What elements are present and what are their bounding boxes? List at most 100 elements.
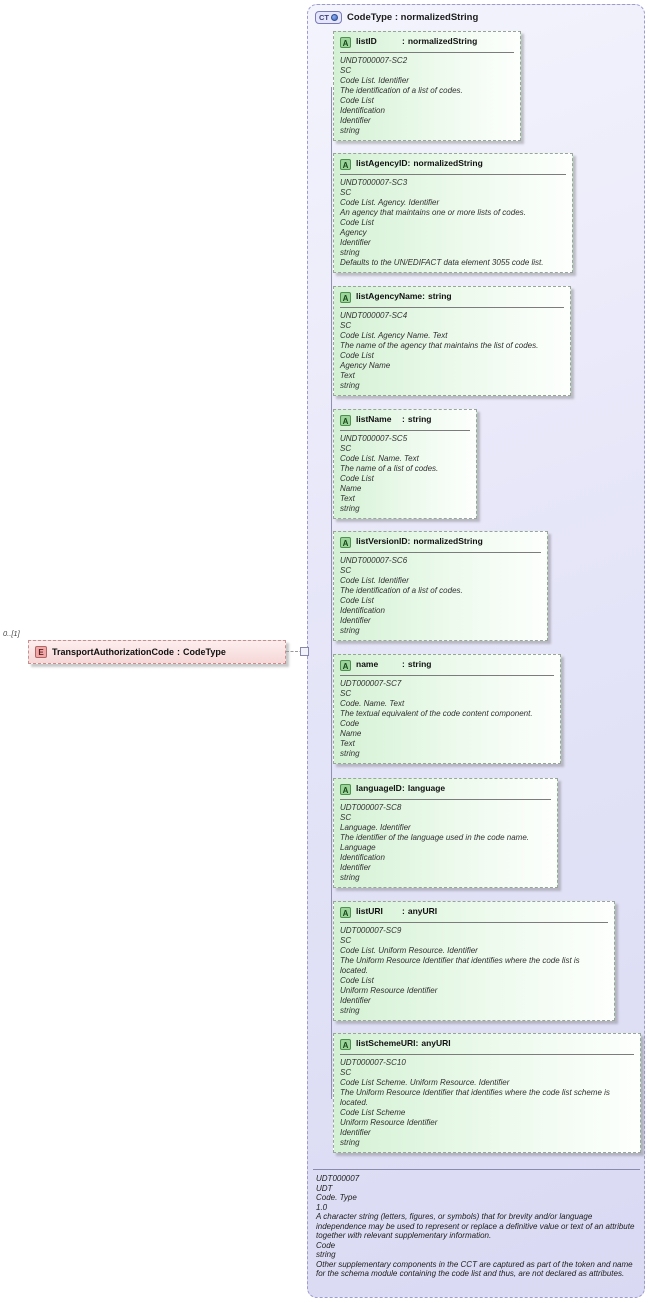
annotation-line: Identification <box>340 606 385 615</box>
annotation-line: string <box>340 126 360 135</box>
annotation-line: Identifier <box>340 116 371 125</box>
attribute-name: listID <box>356 36 377 46</box>
complex-type-icon-label: CT <box>319 13 329 22</box>
attribute-colon: : <box>422 291 425 301</box>
annotation-line: Code List. Uniform Resource. Identifier <box>340 946 478 955</box>
attribute-name: listVersionID <box>356 536 408 546</box>
complex-type-header[interactable]: CT CodeType : normalizedString <box>315 11 478 24</box>
annotation-line: The name of a list of codes. <box>340 464 439 473</box>
element-colon: : <box>177 647 180 657</box>
annotation-line: Text <box>340 739 355 748</box>
annotation-line: Code. Type <box>316 1193 357 1202</box>
attribute-separator <box>340 307 564 308</box>
annotation-line: SC <box>340 936 352 945</box>
attribute-type: string <box>407 414 432 424</box>
annotation-line: Defaults to the UN/EDIFACT data element … <box>340 258 544 267</box>
annotation-line: SC <box>340 1068 352 1077</box>
element-connector-line <box>286 651 307 652</box>
attribute-name: listAgencyID <box>356 158 408 168</box>
annotation-line: Code List <box>340 474 374 483</box>
annotation-line: Identification <box>340 106 385 115</box>
annotation-line: Identifier <box>340 996 371 1005</box>
cardinality-label: 0..[1] <box>3 629 20 638</box>
attribute-colon: : <box>407 158 411 168</box>
annotation-line: Identifier <box>340 1128 371 1137</box>
complex-type-icon: CT <box>315 11 342 24</box>
annotation-line: Code List <box>340 96 374 105</box>
annotation-line: Text <box>340 371 355 380</box>
attribute-colon: : <box>407 536 411 546</box>
annotation-line: SC <box>340 566 352 575</box>
annotation-line: Code List. Agency. Identifier <box>340 198 440 207</box>
annotation-line: Identifier <box>340 616 371 625</box>
annotation-line: UDT000007-SC7 <box>340 679 402 688</box>
annotation-line: The Uniform Resource Identifier that ide… <box>340 1088 610 1107</box>
annotation-line: Code List <box>340 976 374 985</box>
attribute-icon: A <box>340 415 351 426</box>
annotation-line: Identifier <box>340 238 371 247</box>
type-annotation-separator <box>313 1169 640 1170</box>
complex-type-colon: : <box>394 12 399 23</box>
attribute-icon: A <box>340 292 351 303</box>
annotation-line: Code List Scheme. Uniform Resource. Iden… <box>340 1078 510 1087</box>
attribute-type: anyURI <box>407 906 438 916</box>
attribute-name: listName <box>356 414 392 424</box>
complex-type-title: CodeType : normalizedString <box>347 12 478 23</box>
annotation-line: string <box>340 1006 360 1015</box>
annotation-line: string <box>340 873 360 882</box>
annotation-line: Uniform Resource Identifier <box>340 1118 438 1127</box>
annotation-line: The textual equivalent of the code conte… <box>340 709 533 718</box>
annotation-line: Code <box>340 719 360 728</box>
annotation-line: UDT <box>316 1183 333 1193</box>
annotation-line: SC <box>340 444 352 453</box>
annotation-line: A character string (letters, figures, or… <box>316 1212 635 1240</box>
attribute-type: normalizedString <box>413 158 483 168</box>
attribute-separator <box>340 922 608 923</box>
annotation-line: UDT000007 <box>316 1174 360 1183</box>
annotation-line: Name <box>340 729 362 738</box>
attribute-icon: A <box>340 660 351 671</box>
attribute-type: normalizedString <box>407 36 478 46</box>
annotation-line: An agency that maintains one or more lis… <box>340 208 526 217</box>
container-port <box>300 647 309 656</box>
attribute-name: name <box>356 659 379 669</box>
annotation-line: Other supplementary components in the CC… <box>316 1259 633 1279</box>
annotation-line: SC <box>340 66 352 75</box>
attribute-icon: A <box>340 1039 351 1050</box>
annotation-line: The identification of a list of codes. <box>340 86 463 95</box>
attribute-separator <box>340 675 554 676</box>
attribute-type: string <box>427 291 452 301</box>
attribute-colon: : <box>415 1038 419 1048</box>
annotation-line: UDT000007-SC8 <box>340 803 402 812</box>
complex-type-base-type: normalizedString <box>400 12 479 23</box>
annotation-line: string <box>340 1138 360 1147</box>
attribute-name: listSchemeURI <box>356 1038 416 1048</box>
attribute-type: string <box>407 659 432 669</box>
attribute-type: anyURI <box>421 1038 451 1048</box>
annotation-line: Code List <box>340 351 374 360</box>
attribute-icon: A <box>340 159 351 170</box>
annotation-line: string <box>340 749 360 758</box>
element-transport-authorization-code[interactable]: E TransportAuthorizationCode:CodeType <box>28 640 286 664</box>
annotation-line: Code List. Name. Text <box>340 454 419 463</box>
